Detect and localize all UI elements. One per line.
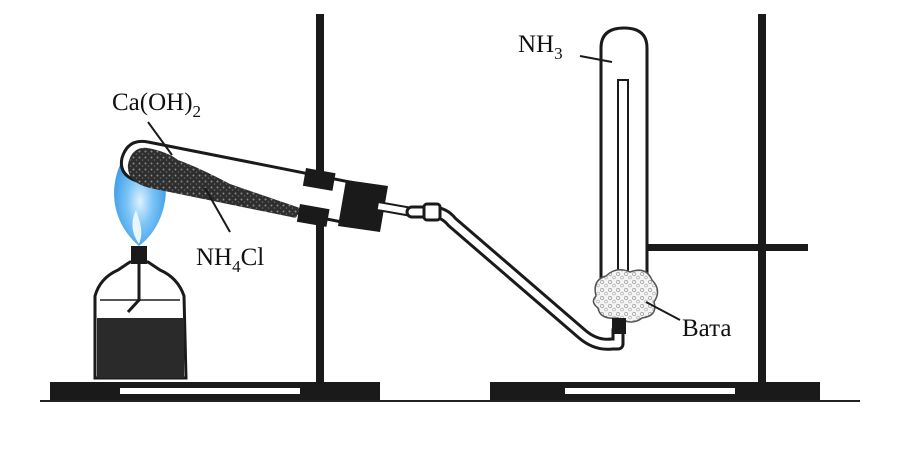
lamp-wick-holder — [131, 246, 147, 264]
vata-leader — [645, 301, 681, 321]
nh4cl-label: NH4Cl — [196, 244, 264, 276]
nh4cl-leader — [204, 187, 231, 233]
caoh2-leader — [147, 121, 173, 156]
test-tube-stopper — [338, 180, 388, 232]
right-clamp-arm — [608, 244, 808, 251]
heating-test-tube — [119, 139, 419, 232]
collection-test-tube — [592, 26, 659, 334]
gas-delivery-tube — [405, 202, 625, 351]
left-clamp-jaw-top — [302, 168, 336, 191]
right-stand-rod — [758, 14, 766, 384]
cotton-wool — [592, 269, 659, 323]
nh3-label: NH3 — [518, 31, 563, 63]
right-stand — [490, 14, 820, 400]
vata-label: Вата — [682, 315, 731, 342]
reagent-mixture — [127, 147, 300, 218]
caoh2-label: Ca(OH)2 — [112, 89, 201, 121]
lamp-liquid — [97, 318, 184, 378]
spirit-lamp — [93, 147, 188, 380]
left-clamp-jaw-bottom — [296, 204, 330, 227]
nh3-leader — [579, 55, 613, 63]
tube-connector — [422, 202, 442, 222]
